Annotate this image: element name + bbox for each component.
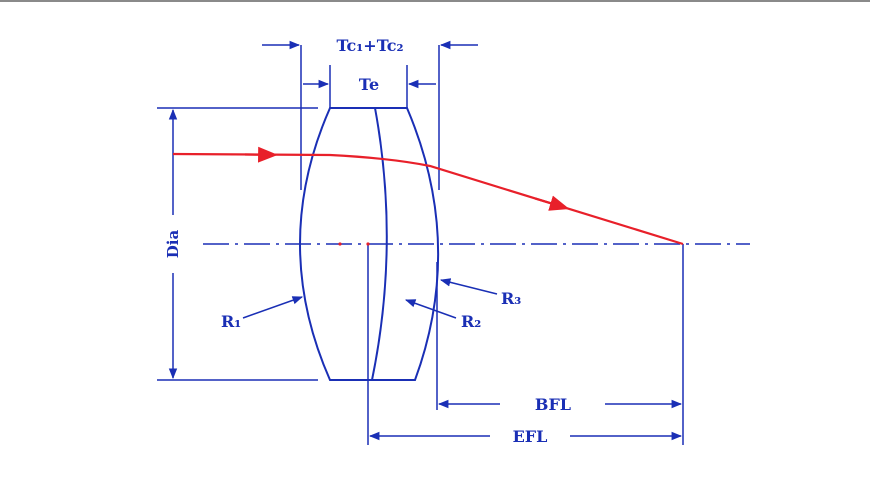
r1-label: R₁ bbox=[221, 312, 241, 331]
thickness-sum-label: Tc₁+Tc₂ bbox=[336, 36, 403, 55]
bfl-label: BFL bbox=[535, 395, 571, 414]
ray-arrow-2 bbox=[534, 195, 570, 211]
top-border bbox=[0, 0, 870, 2]
r3-label: R₃ bbox=[501, 289, 521, 308]
r2-leader-arrow bbox=[405, 299, 457, 319]
axis-marker-1 bbox=[338, 242, 342, 246]
axis-marker-2 bbox=[366, 242, 370, 246]
lens-element-2 bbox=[372, 107, 440, 381]
r2-label: R₂ bbox=[461, 312, 481, 331]
r1-leader-arrow bbox=[242, 296, 303, 319]
edge-thickness-label: Te bbox=[359, 75, 379, 94]
efl-label: EFL bbox=[513, 427, 548, 446]
light-ray bbox=[172, 152, 684, 246]
r3-leader-arrow bbox=[439, 278, 498, 295]
diameter-label: Dia bbox=[164, 230, 182, 259]
